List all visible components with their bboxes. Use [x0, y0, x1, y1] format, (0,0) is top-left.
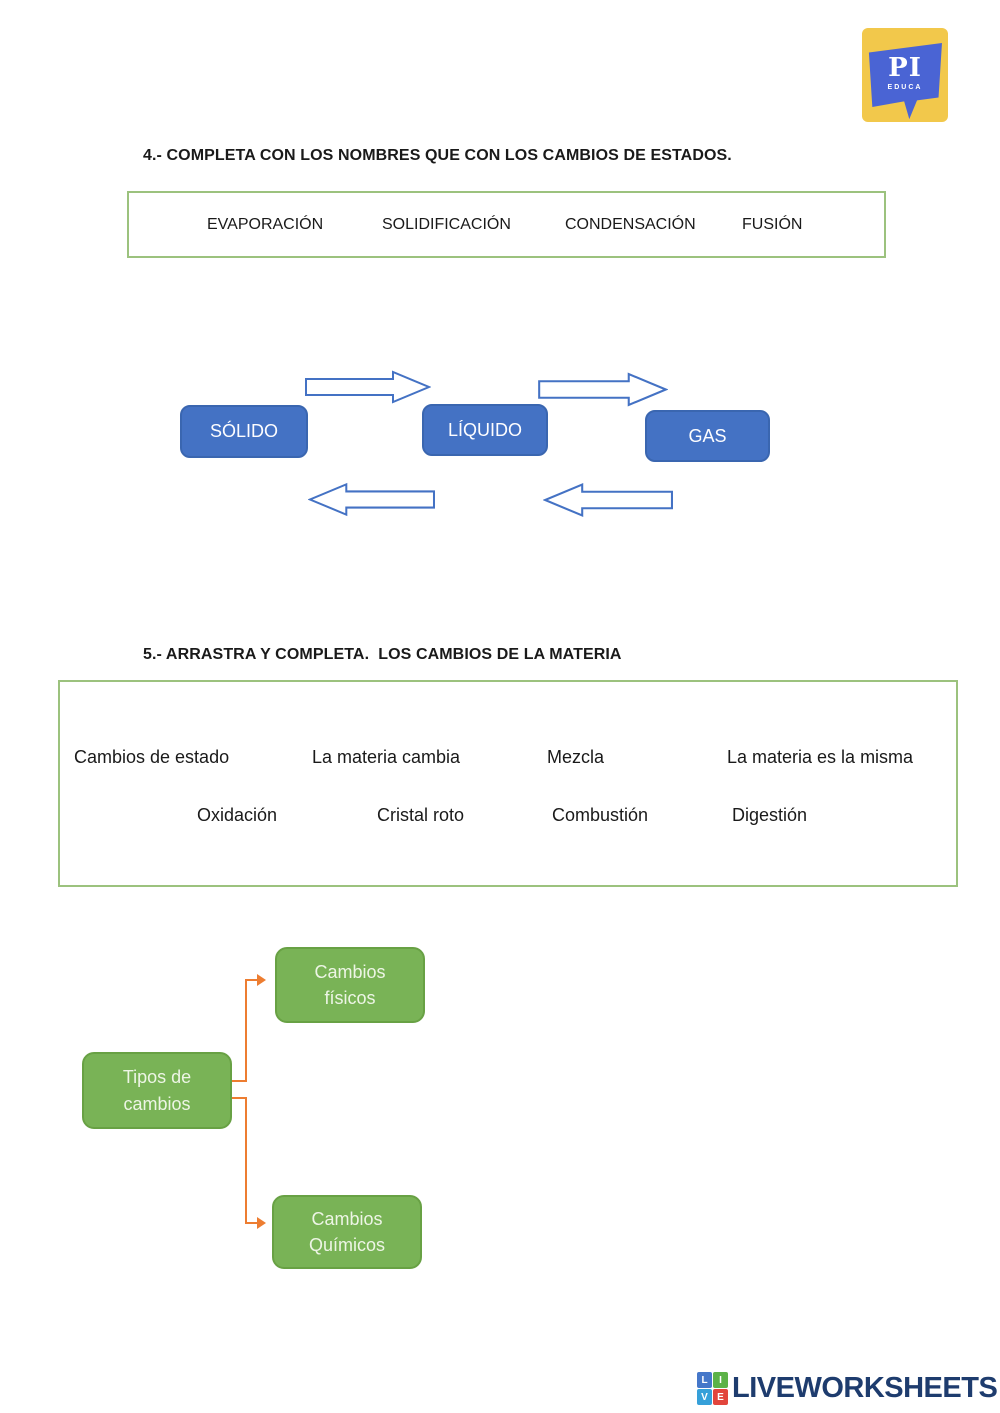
word-solidificacion[interactable]: SOLIDIFICACIÓN — [382, 216, 511, 233]
word-condensacion[interactable]: CONDENSACIÓN — [565, 216, 696, 233]
connector-bottom-horizontal — [245, 1222, 257, 1224]
lw-tile-e: E — [713, 1389, 728, 1405]
arrow-right-solid-to-liquid-icon — [305, 370, 431, 404]
word-cambios-de-estado[interactable]: Cambios de estado — [74, 747, 230, 767]
word-digestion[interactable]: Digestión — [732, 805, 808, 825]
diagram-box-tipos-de-cambios: Tipos de cambios — [82, 1052, 232, 1129]
diagram-child2-line1: Cambios — [311, 1208, 383, 1229]
connector-top-stub — [232, 1080, 246, 1082]
logo-text: PI — [888, 53, 922, 84]
liveworksheets-brand-text: LIVEWORKSHEETS — [732, 1372, 998, 1404]
connector-bottom-arrowhead-icon — [257, 1217, 266, 1229]
pi-educa-logo: PI EDUCA — [862, 28, 948, 122]
word-la-materia-es-la-misma[interactable]: La materia es la misma — [727, 747, 914, 767]
diagram-child1-line1: Cambios — [314, 961, 386, 982]
connector-top-horizontal — [245, 979, 257, 981]
word-oxidacion[interactable]: Oxidación — [197, 805, 278, 825]
liveworksheets-footer: L I V E LIVEWORKSHEETS — [697, 1372, 998, 1405]
exercise4-word-bank: EVAPORACIÓN SOLIDIFICACIÓN CONDENSACIÓN … — [127, 191, 886, 258]
state-box-liquido: LÍQUIDO — [422, 404, 548, 456]
arrow-left-gas-to-liquid-icon — [543, 482, 673, 518]
diagram-root-line2: cambios — [123, 1093, 191, 1114]
word-combustion[interactable]: Combustión — [552, 805, 649, 825]
liveworksheets-icon: L I V E — [697, 1372, 728, 1405]
diagram-child1-line2: físicos — [324, 988, 376, 1008]
state-box-solido: SÓLIDO — [180, 405, 308, 458]
diagram-box-cambios-fisicos: Cambios físicos — [275, 947, 425, 1023]
word-mezcla[interactable]: Mezcla — [547, 747, 605, 767]
connector-top-arrowhead-icon — [257, 974, 266, 986]
diagram-child2-line2: Químicos — [308, 1235, 386, 1255]
arrow-right-liquid-to-gas-icon — [538, 372, 668, 407]
word-evaporacion[interactable]: EVAPORACIÓN — [207, 216, 324, 233]
exercise4-title: 4.- COMPLETA CON LOS NOMBRES QUE CON LOS… — [143, 147, 732, 164]
connector-bottom-stub — [232, 1097, 246, 1099]
state-box-gas: GAS — [645, 410, 770, 462]
lw-tile-i: I — [713, 1372, 728, 1388]
lw-tile-v: V — [697, 1389, 712, 1405]
word-la-materia-cambia[interactable]: La materia cambia — [312, 747, 461, 767]
exercise5-word-bank: Cambios de estado La materia cambia Mezc… — [58, 680, 958, 887]
word-cristal-roto[interactable]: Cristal roto — [377, 805, 465, 825]
diagram-box-cambios-quimicos: Cambios Químicos — [272, 1195, 422, 1269]
connector-top-vertical — [245, 979, 247, 1082]
exercise5-title: 5.- ARRASTRA Y COMPLETA. LOS CAMBIOS DE … — [143, 646, 622, 663]
arrow-left-liquid-to-solid-icon — [308, 482, 435, 517]
lw-tile-l: L — [697, 1372, 712, 1388]
connector-bottom-vertical — [245, 1097, 247, 1224]
word-fusion[interactable]: FUSIÓN — [742, 216, 803, 233]
diagram-root-line1: Tipos de — [122, 1067, 192, 1088]
logo-subtext: EDUCA — [887, 84, 923, 92]
